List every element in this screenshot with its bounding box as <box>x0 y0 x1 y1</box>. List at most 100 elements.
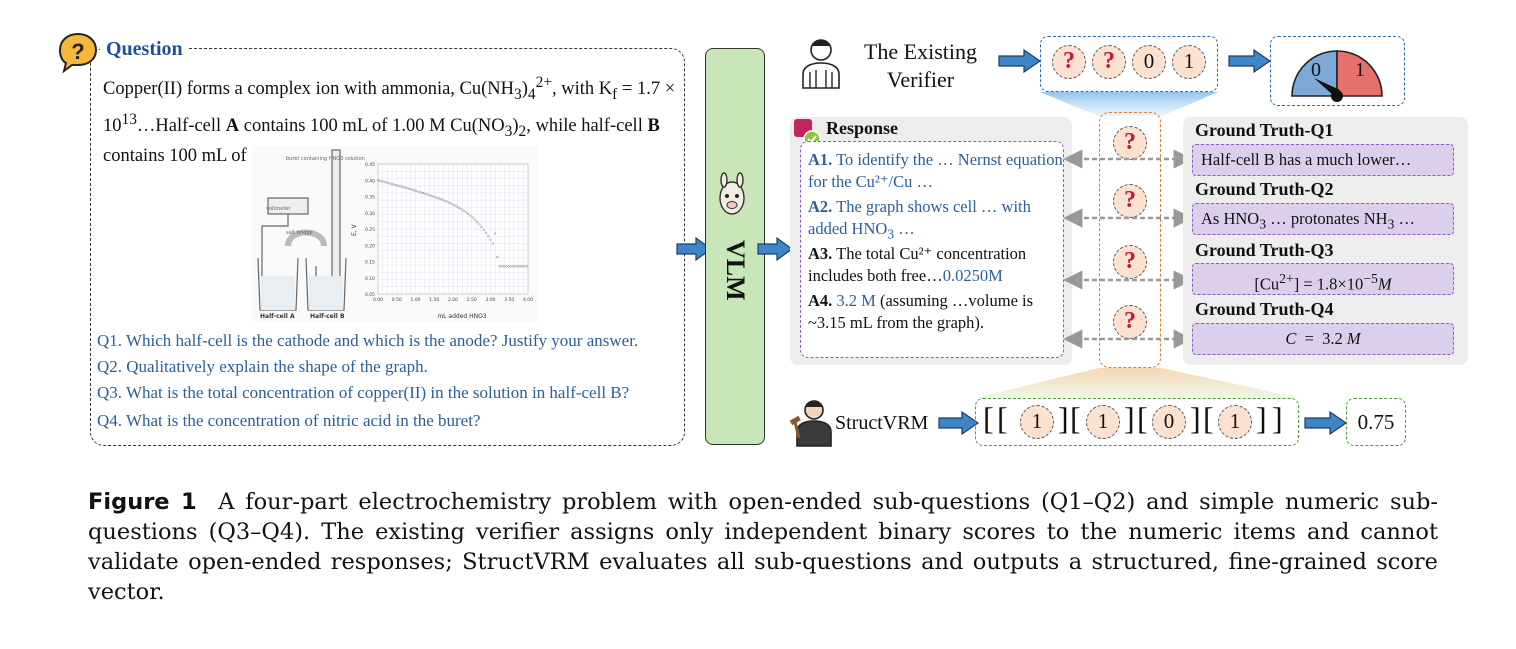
plot-point <box>410 188 413 191</box>
plot-point <box>451 203 454 206</box>
ground-truth-q4-title: Ground Truth-Q4 <box>1195 299 1334 319</box>
plot-point <box>460 208 463 211</box>
arrow-vlm-to-response <box>757 236 793 262</box>
plot-point <box>478 223 481 226</box>
plot-point <box>399 185 402 188</box>
plot-point <box>401 185 404 189</box>
plot-ytick: 0.25 <box>365 227 375 233</box>
figure-label-buret: buret containing HNO3 solution <box>286 156 365 162</box>
plot-point <box>469 214 472 217</box>
plot-point <box>525 265 528 268</box>
plot-point <box>406 187 409 190</box>
plot-point <box>415 189 418 193</box>
figure-label-voltmeter: voltmeter <box>266 206 291 212</box>
plot-point <box>457 206 461 209</box>
vector-bracket-1-close: ] <box>1058 400 1069 436</box>
question-title: Question <box>100 38 189 61</box>
plot-point <box>437 197 440 200</box>
sub-question-q2: Q2. Qualitatively explain the shape of t… <box>97 357 428 376</box>
gauge-label-0: 0 <box>1311 59 1321 81</box>
plot-point <box>514 265 517 268</box>
plot-point <box>464 211 467 214</box>
vector-bracket-3-close: ] <box>1190 400 1201 436</box>
plot-xtick: 4.00 <box>523 297 533 303</box>
plot-point <box>500 265 503 268</box>
existing-verifier-icon <box>802 39 840 89</box>
plot-point <box>426 193 429 196</box>
plot-point <box>412 189 416 192</box>
existing-verifier-label-line1: The Existing <box>863 39 978 64</box>
existing-score-box <box>1040 36 1218 92</box>
existing-score-4: 1 <box>1172 45 1206 79</box>
plot-point <box>408 187 411 191</box>
existing-score-3: 0 <box>1132 45 1166 79</box>
answer-a1: A1. To identify the … Nernst equation fo… <box>808 150 1063 191</box>
binary-gauge-icon: 0 1 <box>1291 50 1383 102</box>
gauge-label-1: 1 <box>1355 59 1365 81</box>
plot-point <box>505 265 508 268</box>
ground-truth-q1-title: Ground Truth-Q1 <box>1195 120 1334 140</box>
plot-point <box>518 265 521 268</box>
svg-text:?: ? <box>71 39 84 64</box>
plot-xtick: 1.00 <box>410 297 420 303</box>
plot-ytick: 0.15 <box>365 260 375 266</box>
plot-point <box>379 179 382 182</box>
figure-label-salt-bridge: salt bridge <box>286 230 313 236</box>
existing-score-1: ? <box>1052 45 1086 79</box>
plot-point <box>516 265 519 268</box>
existing-verifier-label: The Existing Verifier <box>858 38 983 94</box>
vector-outer-bracket-open: [ <box>983 400 994 436</box>
plot-point <box>453 204 456 207</box>
question-figure: buret containing HNO3 solution voltmeter… <box>252 146 538 322</box>
vector-bracket-3-open: [ <box>1137 400 1148 436</box>
llama-icon <box>719 172 745 215</box>
final-score: 0.75 <box>1346 398 1406 446</box>
vector-bracket-4-close: ] <box>1256 400 1267 436</box>
plot-point <box>462 209 465 212</box>
arrow-structvrm-to-vector <box>938 410 980 436</box>
plot-point <box>523 265 526 268</box>
plot-xtick: 0.00 <box>373 297 383 303</box>
existing-score-2: ? <box>1092 45 1126 79</box>
vector-bracket-1-open: [ <box>997 400 1008 436</box>
plot-ytick: 0.30 <box>365 211 375 217</box>
figure-label-half-cell-b: Half-cell B <box>310 313 345 320</box>
plot-point <box>484 231 488 234</box>
response-box <box>800 141 1064 358</box>
vlm-block <box>705 48 765 445</box>
plot-ytick: 0.40 <box>365 178 375 184</box>
vector-outer-bracket-close: ] <box>1272 400 1283 436</box>
plot-point <box>446 200 449 204</box>
vector-score-4: 1 <box>1218 405 1252 439</box>
plot-point <box>448 201 452 205</box>
plot-point <box>473 218 476 221</box>
figure-ylabel: E, V <box>351 223 358 236</box>
figure-caption: Figure 1 A four-part electrochemistry pr… <box>88 489 1438 605</box>
plot-point <box>480 225 483 229</box>
binary-gauge-box <box>1270 36 1405 106</box>
electrochemical-cell-apparatus <box>257 149 347 311</box>
arrow-verifier-to-scores <box>998 48 1042 74</box>
plot-xtick: 3.00 <box>485 297 495 303</box>
structvrm-label: StructVRM <box>835 412 929 434</box>
plot-point <box>424 192 427 195</box>
plot-point <box>475 220 479 224</box>
ground-truth-q3-title: Ground Truth-Q3 <box>1195 240 1334 260</box>
funnel-highlight <box>1040 92 1218 116</box>
plot-point <box>419 191 422 194</box>
plot-point <box>390 182 393 185</box>
plot-point <box>394 183 398 187</box>
plot-point <box>428 194 431 197</box>
plot-xtick: 3.50 <box>504 297 514 303</box>
plot-point <box>509 265 512 268</box>
question-bubble-icon: ? <box>58 32 98 74</box>
plot-point <box>388 182 391 185</box>
answer-a2: A2. The graph shows cell … with added HN… <box>808 197 1031 242</box>
comparison-arrows <box>1063 150 1193 349</box>
vector-bracket-2-close: ] <box>1124 400 1135 436</box>
ground-truth-q4-value: C = 3.2 M <box>1192 323 1454 355</box>
plot-ytick: 0.10 <box>365 276 375 282</box>
plot-xtick: 1.50 <box>429 297 439 303</box>
plot-ytick: 0.20 <box>365 243 375 249</box>
plot-point <box>417 190 420 193</box>
